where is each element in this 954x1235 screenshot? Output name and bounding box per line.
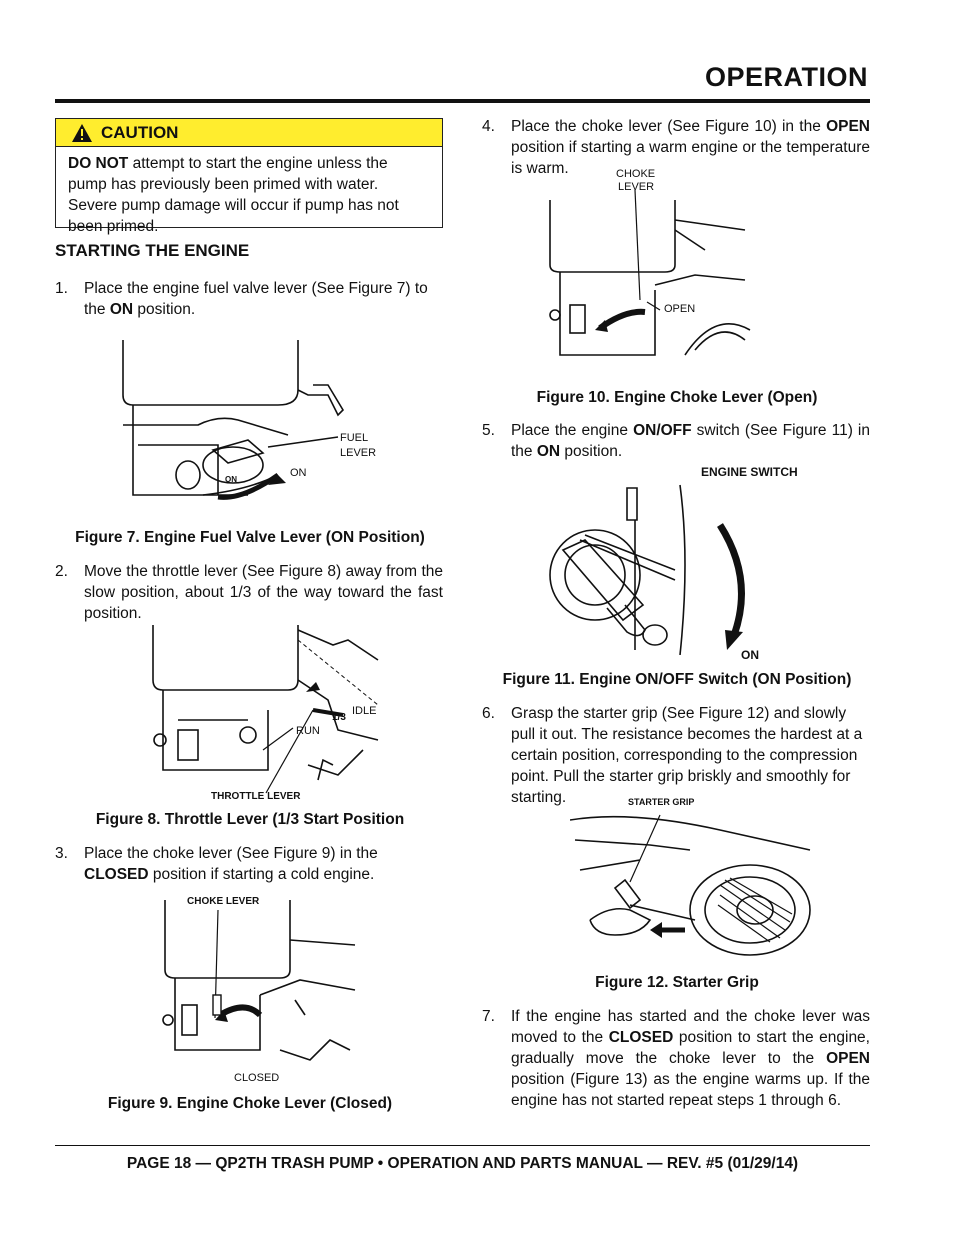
fig7-on-small-label: ON	[225, 475, 237, 484]
step-6: 6. Grasp the starter grip (See Figure 12…	[482, 705, 863, 806]
caution-box: CAUTION DO NOT attempt to start the engi…	[55, 118, 443, 235]
caution-label: CAUTION	[101, 122, 179, 142]
footer-rule	[55, 1145, 870, 1146]
figure-7-fuel-valve-illustration	[122, 340, 345, 500]
fig7-fuel-label-2: LEVER	[340, 447, 377, 459]
step-3: 3. Place the choke lever (See Figure 9) …	[55, 845, 378, 883]
step-5: 5. Place the engine ON/OFF switch (See F…	[482, 422, 870, 460]
step-7: 7. If the engine has started and the cho…	[482, 1008, 870, 1109]
fig8-run-label: RUN	[296, 725, 320, 737]
step-2: 2. Move the throttle lever (See Figure 8…	[55, 563, 443, 622]
figure-11-caption: Figure 11. Engine ON/OFF Switch (ON Posi…	[502, 671, 852, 688]
figure-11-engine-switch-illustration	[549, 484, 745, 655]
step-1: 1. Place the engine fuel valve lever (Se…	[55, 280, 428, 318]
fig11-on-label: ON	[741, 648, 759, 662]
fig8-third-label: 1/3	[332, 712, 346, 723]
figure-12-caption: Figure 12. Starter Grip	[595, 974, 759, 991]
caution-text: DO NOT attempt to start the engine unles…	[68, 155, 399, 235]
step-4: 4. Place the choke lever (See Figure 10)…	[482, 118, 870, 177]
warning-icon	[72, 123, 92, 142]
fig11-switch-label: ENGINE SWITCH	[701, 465, 798, 479]
figure-10-choke-open-illustration	[549, 190, 751, 356]
section-heading: STARTING THE ENGINE	[55, 241, 250, 260]
figure-8-caption: Figure 8. Throttle Lever (1/3 Start Posi…	[95, 811, 405, 828]
fig12-grip-label: STARTER GRIP	[628, 797, 695, 807]
fig10-choke-label-2: LEVER	[618, 181, 655, 193]
figure-8-throttle-lever-illustration	[152, 625, 379, 794]
fig10-choke-label-1: CHOKE	[616, 168, 656, 180]
header-rule	[55, 99, 870, 103]
figure-12-starter-grip-illustration	[570, 814, 811, 956]
figure-7-caption: Figure 7. Engine Fuel Valve Lever (ON Po…	[75, 529, 425, 546]
fig8-idle-label: IDLE	[352, 705, 377, 717]
fig9-closed-label: CLOSED	[234, 1072, 280, 1084]
page-title: OPERATION	[704, 62, 868, 92]
fig7-fuel-label-1: FUEL	[340, 432, 369, 444]
figure-9-choke-closed-illustration	[162, 900, 356, 1061]
fig9-choke-label: CHOKE LEVER	[187, 896, 260, 907]
fig7-on-label: ON	[290, 467, 307, 479]
page-footer: PAGE 18 — QP2TH TRASH PUMP • OPERATION A…	[126, 1155, 799, 1172]
fig10-open-label: OPEN	[664, 303, 696, 315]
caution-header: CAUTION	[56, 119, 442, 147]
fig8-throttle-label: THROTTLE LEVER	[211, 791, 301, 802]
figure-10-caption: Figure 10. Engine Choke Lever (Open)	[536, 389, 818, 406]
figure-9-caption: Figure 9. Engine Choke Lever (Closed)	[107, 1095, 393, 1112]
